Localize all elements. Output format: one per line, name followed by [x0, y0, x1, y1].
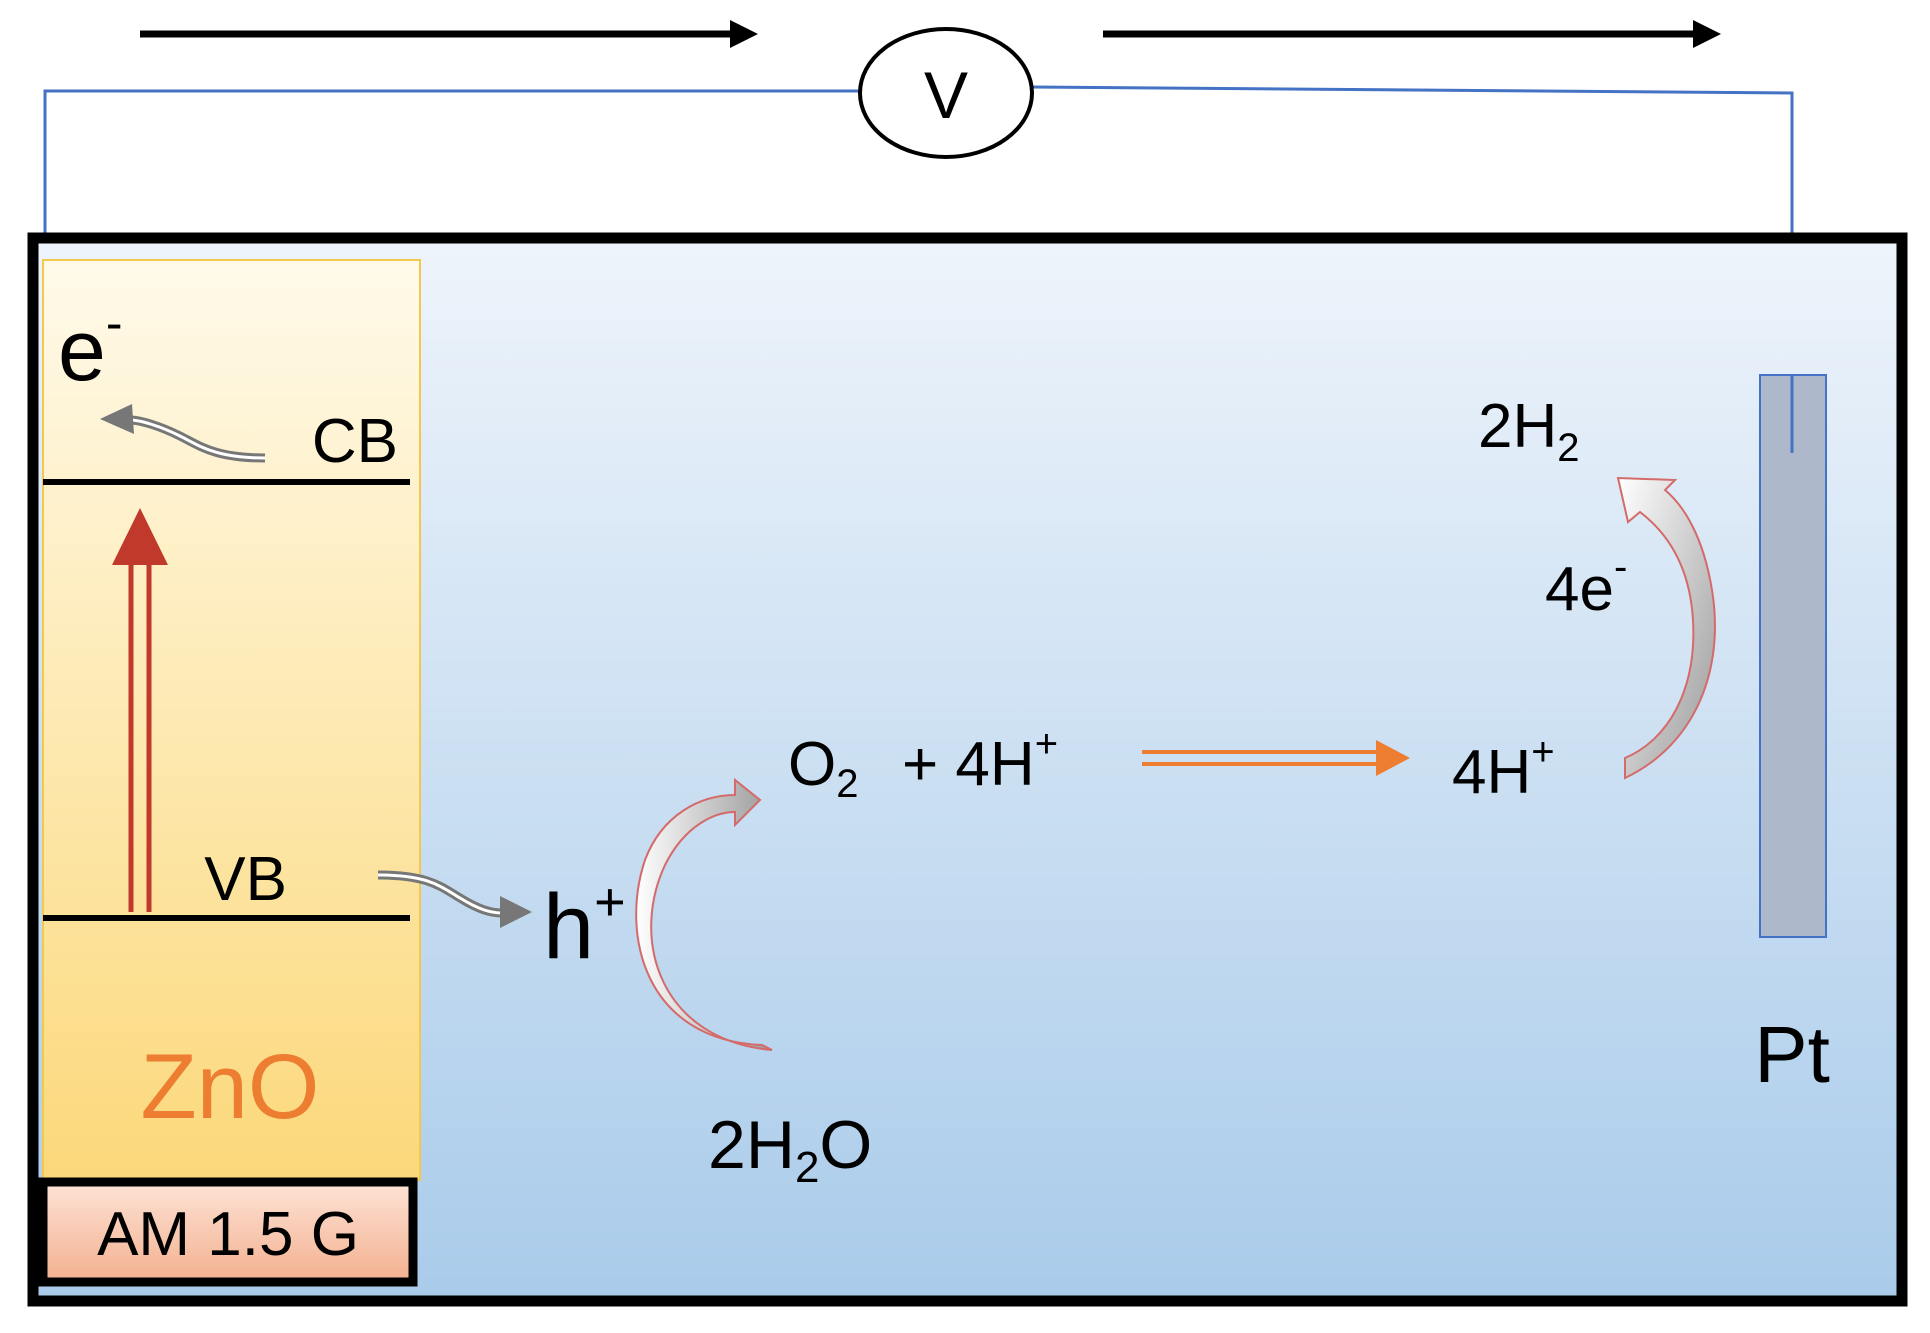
proton-transfer-arrow	[1142, 740, 1410, 776]
hydrogen-label: 2H2	[1478, 392, 1580, 470]
zno-label: ZnO	[141, 1036, 320, 1138]
proton-product-label: + 4H+	[902, 722, 1058, 799]
electrons-label: 4e-	[1545, 545, 1627, 624]
electron-escape-arrow	[100, 404, 266, 463]
water-label: 2H2O	[708, 1107, 872, 1192]
voltmeter: V	[858, 27, 1034, 159]
am15g-label: AM 1.5 G	[97, 1200, 359, 1269]
pt-label: Pt	[1754, 1010, 1830, 1099]
electron-label: e-	[58, 295, 123, 399]
voltmeter-label: V	[924, 58, 968, 132]
pt-counter-electrode	[1759, 374, 1827, 938]
cb-label: CB	[312, 407, 398, 476]
am15g-light-source: AM 1.5 G	[38, 1177, 418, 1287]
current-direction-arrow-left	[140, 20, 758, 48]
photo-excitation-arrow	[112, 508, 168, 912]
hole-label: h+	[543, 872, 626, 978]
hole-transfer-arrow	[377, 870, 532, 928]
proton-label: 4H+	[1452, 730, 1555, 807]
zno-photoanode	[42, 259, 421, 1181]
vb-label: VB	[204, 845, 287, 914]
proton-reduction-curved-arrow	[1616, 476, 1716, 780]
current-direction-arrow-right	[1103, 20, 1721, 48]
water-oxidation-curved-arrow	[635, 777, 773, 1051]
oxygen-label: O2	[788, 730, 858, 806]
external-wire	[43, 89, 860, 255]
